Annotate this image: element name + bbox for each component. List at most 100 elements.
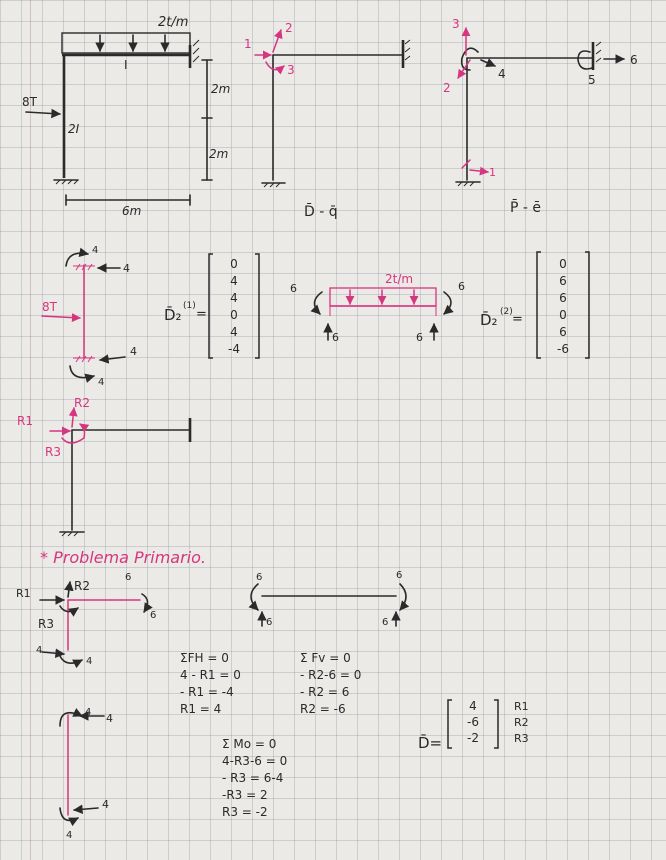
column-fbd (41, 247, 126, 383)
equation-line: R1 = 4 (180, 702, 221, 716)
result-name: R3 (514, 732, 529, 745)
result-entry: -2 (467, 731, 479, 745)
column-top-force: 4 (123, 262, 130, 275)
dof-2: 2 (443, 81, 451, 95)
column2-top-moment: 4 (85, 707, 91, 718)
beam-left-moment: 6 (290, 282, 297, 295)
dof-6: 6 (630, 53, 638, 67)
equation-line: 4 - R1 = 0 (180, 668, 241, 682)
column2-bot-moment: 4 (66, 830, 72, 841)
lateral-load-label: 8T (22, 95, 38, 109)
dof-4: 4 (498, 67, 506, 81)
result-name: R1 (514, 700, 529, 713)
dof-1: 1 (244, 37, 252, 51)
column-inertia-label: 2I (68, 122, 80, 136)
equations-vertical: Σ Fv = 0 - R2-6 = 0 - R2 = 6 R2 = -6 (300, 651, 361, 716)
result-entry: -6 (467, 715, 479, 729)
load-label: 2t/m (158, 15, 188, 30)
column2-top-force: 4 (106, 712, 113, 725)
vector1-entry: -4 (228, 342, 240, 356)
frame-structure (25, 32, 213, 206)
result-values: 4 -6 -2 (467, 699, 479, 745)
equation-line: Σ Fv = 0 (300, 651, 351, 665)
column-mid-load: 8T (42, 300, 58, 314)
equations-moment: Σ Mo = 0 4-R3-6 = 0 - R3 = 6-4 -R3 = 2 R3 = … (222, 737, 287, 819)
vector2-entry: 0 (559, 257, 567, 271)
margin-line (30, 0, 31, 860)
column-top-moment: 4 (92, 245, 98, 256)
section-heading: * Problema Primario. (40, 548, 206, 567)
reaction-r1: R1 (17, 414, 33, 428)
joint-fbd (39, 581, 153, 669)
dimension-width: 6m (122, 204, 141, 218)
column-bot-moment: 4 (98, 377, 104, 388)
frame-pe (455, 27, 625, 187)
vector1-entry: 4 (230, 291, 238, 305)
column2-fbd (59, 708, 105, 827)
joint-beam-moment: 6 (125, 572, 131, 583)
dimension-lower: 2m (209, 147, 228, 161)
equation-line: -R3 = 2 (222, 788, 268, 802)
frame-dq (254, 29, 411, 188)
joint-r1: R1 (16, 587, 31, 600)
frame-reactions (49, 407, 192, 537)
equation-line: - R2-6 = 0 (300, 668, 361, 682)
equation-line: 4-R3-6 = 0 (222, 754, 287, 768)
reaction-r2: R2 (74, 396, 90, 410)
joint-r3: R3 (38, 617, 54, 631)
column-bot-force: 4 (130, 345, 137, 358)
equation-line: - R3 = 6-4 (222, 771, 283, 785)
joint-col-force: 4 (36, 645, 42, 656)
vector2-superscript: (2) (500, 307, 513, 317)
beam-right-moment: 6 (458, 280, 465, 293)
column2-bot-force: 4 (102, 798, 109, 811)
equation-line: - R1 = -4 (180, 685, 234, 699)
result-entry: 4 (469, 699, 477, 713)
equals-sign: = (196, 307, 207, 322)
dof-1: 1 (489, 166, 496, 179)
joint-col-moment: 4 (86, 656, 92, 667)
beam2-right-moment: 6 (396, 570, 402, 581)
vector1-values: 0 4 4 0 4 -4 (228, 257, 240, 356)
vector1-entry: 4 (230, 325, 238, 339)
vector2-entry: 0 (559, 308, 567, 322)
dof-5: 5 (588, 73, 596, 87)
dimension-upper: 2m (211, 82, 230, 96)
beam2-fbd (248, 583, 410, 627)
equation-line: R3 = -2 (222, 805, 268, 819)
beam-load-label: 2t/m (385, 272, 413, 286)
beam-left-reaction: 6 (332, 331, 339, 344)
joint-r2: R2 (74, 579, 90, 593)
dof-3: 3 (287, 63, 295, 77)
equation-line: R2 = -6 (300, 702, 346, 716)
vector1-entry: 0 (230, 257, 238, 271)
beam-inertia-label: I (124, 58, 128, 72)
vector2-entry: -6 (557, 342, 569, 356)
equals-sign: = (512, 312, 523, 327)
vector1-superscript: (1) (183, 301, 196, 311)
vector2-label: D̄₂ (480, 310, 498, 329)
caption-pe: P̄ - ē (510, 198, 541, 216)
dof-2: 2 (285, 21, 293, 35)
beam2-right-reaction: 6 (382, 617, 388, 628)
beam2-left-moment: 6 (256, 572, 262, 583)
dof-3: 3 (452, 17, 460, 31)
reaction-r3: R3 (45, 445, 61, 459)
vector1-entry: 0 (230, 308, 238, 322)
beam2-left-reaction: 6 (266, 617, 272, 628)
vector1-label: D̄₂ (164, 305, 182, 324)
vector1-entry: 4 (230, 274, 238, 288)
vector2-entry: 6 (559, 291, 567, 305)
joint-beam-moment2: 6 (150, 610, 156, 621)
result-name: R2 (514, 716, 529, 729)
vector2-entry: 6 (559, 325, 567, 339)
caption-dq: D̄ - q̄ (304, 202, 338, 220)
equation-line: Σ Mo = 0 (222, 737, 276, 751)
beam-fbd (310, 287, 454, 341)
equation-line: ΣFH = 0 (180, 651, 229, 665)
equation-line: - R2 = 6 (300, 685, 349, 699)
